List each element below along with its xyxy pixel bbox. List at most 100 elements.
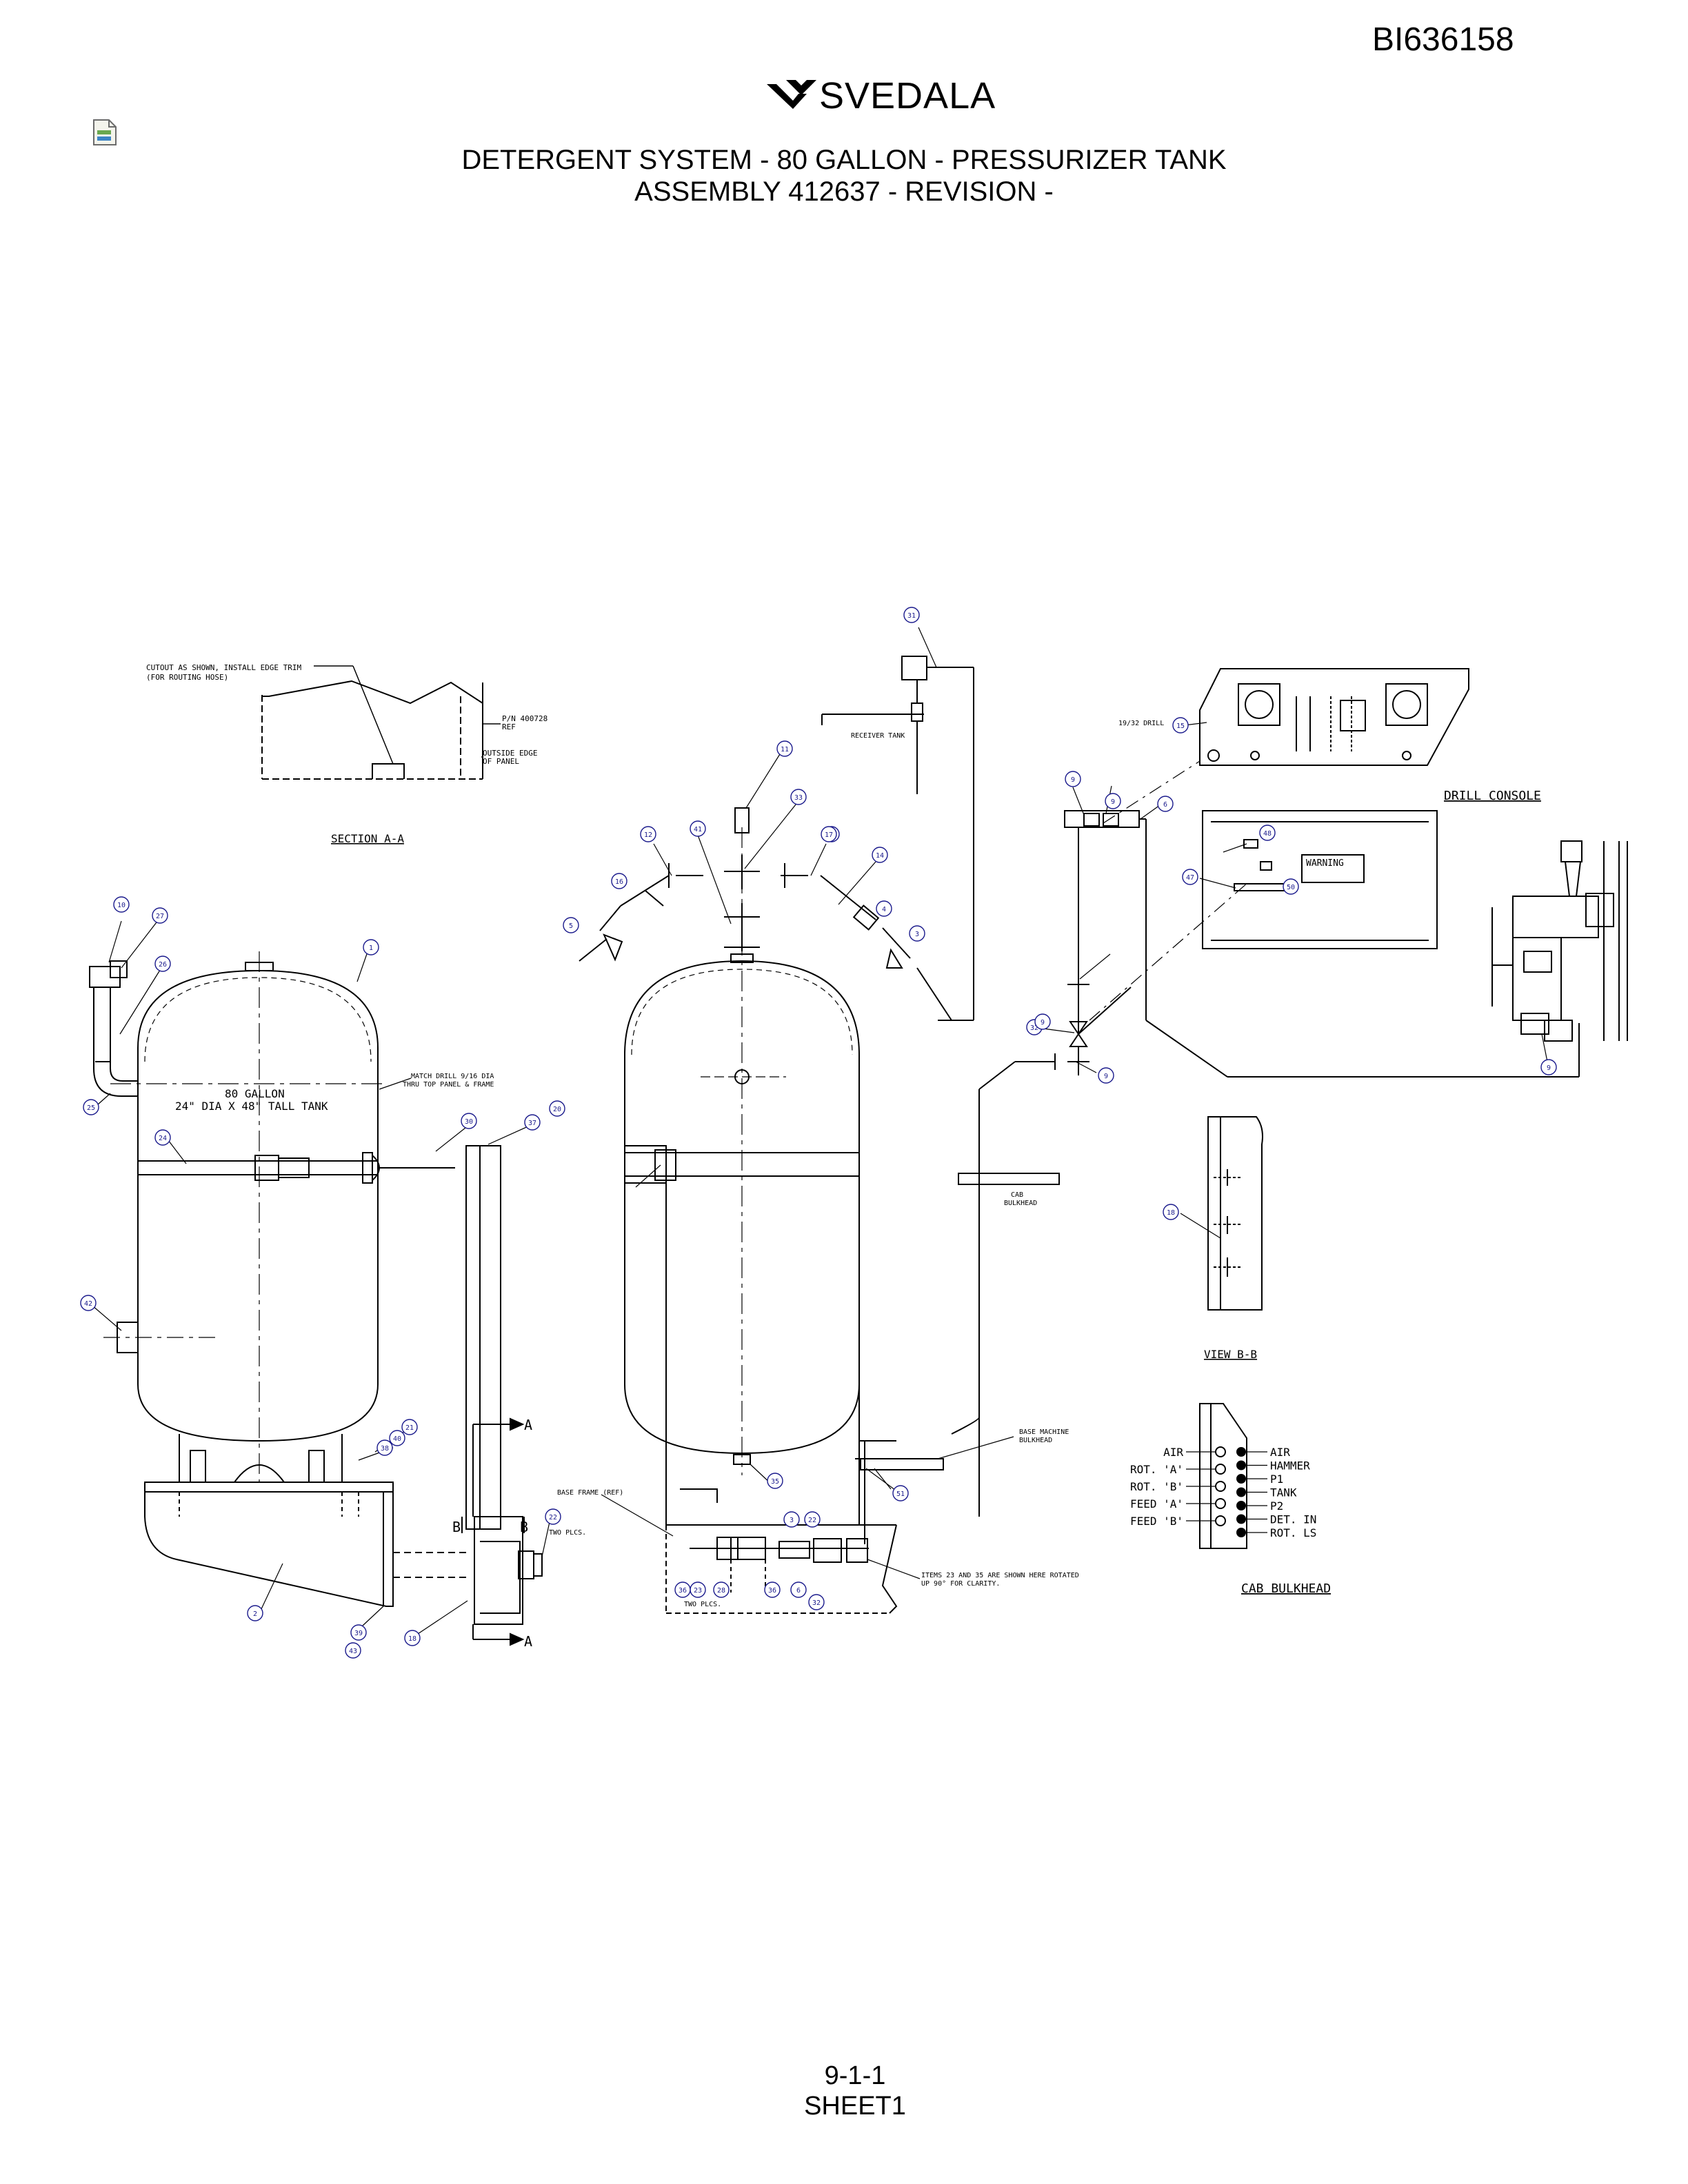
svg-text:50: 50 <box>1287 884 1295 891</box>
hold-down-bracket: A A B B TWO PLCS. <box>452 1145 586 1650</box>
item-balloon: 25 <box>83 1099 99 1115</box>
svg-text:17: 17 <box>825 831 833 839</box>
item-balloon: 12 <box>640 826 656 842</box>
view-bb: VIEW B-B <box>1204 1116 1263 1361</box>
item-balloon: 6 <box>790 1581 807 1598</box>
bulkhead-port-left-3: FEED 'A' <box>1130 1497 1183 1510</box>
section-b-right: B <box>520 1519 528 1535</box>
left-tank-view: 80 GALLON 24" DIA X 48" TALL TANK MATCH … <box>89 951 494 1607</box>
item-balloon: 4 <box>876 900 892 917</box>
bulkhead-port <box>1215 1464 1226 1475</box>
svg-text:15: 15 <box>1176 722 1185 730</box>
svg-text:30: 30 <box>465 1118 473 1126</box>
item-balloon: 37 <box>524 1114 541 1131</box>
svg-text:9: 9 <box>1111 798 1115 806</box>
svg-text:10: 10 <box>117 902 125 909</box>
item-balloon: 38 <box>376 1439 393 1456</box>
svg-text:9: 9 <box>1547 1064 1551 1072</box>
svg-text:28: 28 <box>717 1587 725 1595</box>
cab-bulkhead-small-label: CAB <box>1011 1191 1023 1199</box>
svedala-logo-icon <box>767 80 816 109</box>
svg-text:3: 3 <box>790 1517 794 1524</box>
bulkhead-port-right-5: DET. IN <box>1270 1513 1316 1526</box>
control-lever-detail <box>1491 840 1628 1042</box>
svg-text:11: 11 <box>781 746 789 754</box>
bulkhead-port-right-4: P2 <box>1270 1499 1283 1513</box>
item-balloons: 1234569101112131415161718202122232425262… <box>80 607 1557 1659</box>
view-bb-label: VIEW B-B <box>1204 1348 1257 1361</box>
item-balloon: 10 <box>113 896 130 913</box>
item-balloon: 9 <box>1065 771 1081 787</box>
bulkhead-port-right-1: HAMMER <box>1270 1459 1310 1473</box>
svg-text:43: 43 <box>349 1648 357 1655</box>
section-b-left: B <box>452 1519 461 1535</box>
tank-size-label: 24" DIA X 48" TALL TANK <box>175 1100 328 1113</box>
drill-hole-note: 19/32 DRILL <box>1118 720 1164 727</box>
item-balloon: 36 <box>674 1581 691 1598</box>
item-balloon: 31 <box>903 607 920 623</box>
bulkhead-port <box>1236 1528 1246 1537</box>
svg-text:41: 41 <box>694 826 702 833</box>
base-machine-note: BASE MACHINE <box>1019 1428 1069 1436</box>
item-balloon: 14 <box>872 847 888 863</box>
item-balloon: 22 <box>804 1511 821 1528</box>
item-balloon: 5 <box>563 917 579 933</box>
svg-text:1: 1 <box>369 944 373 952</box>
receiver-tank-label: RECEIVER TANK <box>851 732 905 740</box>
svg-text:23: 23 <box>694 1587 702 1595</box>
bulkhead-port <box>1236 1460 1246 1470</box>
item-balloon: 17 <box>821 826 837 842</box>
item-balloon: 43 <box>345 1642 361 1659</box>
warning-label: WARNING <box>1306 858 1344 869</box>
two-places-note-2: TWO PLCS. <box>684 1601 721 1608</box>
svg-text:6: 6 <box>1163 801 1167 809</box>
drawing-title: DETERGENT SYSTEM - 80 GALLON - PRESSURIZ… <box>461 145 1227 175</box>
rotated-items-note: ITEMS 23 AND 35 ARE SHOWN HERE ROTATED <box>921 1572 1079 1579</box>
svg-text:25: 25 <box>87 1104 95 1112</box>
item-balloon: 24 <box>154 1129 171 1146</box>
cab-bulkhead-label: CAB BULKHEAD <box>1241 1581 1331 1596</box>
svg-text:37: 37 <box>528 1120 536 1127</box>
document-icon[interactable] <box>92 119 117 146</box>
bulkhead-port <box>1215 1481 1226 1492</box>
svg-text:12: 12 <box>644 831 652 839</box>
svg-text:51: 51 <box>896 1490 905 1498</box>
sheet-number: SHEET1 <box>804 2092 906 2121</box>
svg-text:32: 32 <box>1030 1024 1038 1032</box>
brand-name: SVEDALA <box>819 75 996 117</box>
item-balloon: 9 <box>1098 1067 1114 1084</box>
bulkhead-port-left-1: ROT. 'A' <box>1130 1463 1183 1476</box>
outside-edge-note: OUTSIDE EDGE <box>483 749 537 758</box>
svg-text:3: 3 <box>915 931 919 938</box>
bulkhead-port-right-3: TANK <box>1270 1486 1297 1499</box>
item-balloon: 41 <box>690 820 706 837</box>
item-balloon: 9 <box>1034 1013 1051 1030</box>
item-balloon: 27 <box>152 907 168 924</box>
svg-text:6: 6 <box>796 1587 801 1595</box>
bulkhead-port <box>1236 1501 1246 1510</box>
svg-text:31: 31 <box>907 612 916 620</box>
svg-text:35: 35 <box>771 1478 779 1486</box>
match-drill-note-2: THRU TOP PANEL & FRAME <box>403 1081 494 1089</box>
svg-text:48: 48 <box>1263 830 1272 838</box>
bulkhead-port-right-6: ROT. LS <box>1270 1526 1316 1539</box>
item-balloon: 2 <box>247 1605 263 1621</box>
bulkhead-port-left-2: ROT. 'B' <box>1130 1480 1183 1493</box>
item-balloon: 28 <box>713 1581 730 1598</box>
item-balloon: 21 <box>401 1419 418 1435</box>
svg-text:9: 9 <box>1071 776 1075 784</box>
base-frame-note: BASE FRAME (REF) <box>557 1489 623 1497</box>
drill-console-panel: 19/32 DRILL DRILL CONSOLE WARNING <box>1118 668 1541 949</box>
valve-column <box>1064 760 1580 1078</box>
assembly-number: ASSEMBLY 412637 - REVISION - <box>634 176 1054 207</box>
ref-note: REF <box>502 722 516 731</box>
outside-edge-note-2: OF PANEL <box>483 757 519 766</box>
cutout-note: CUTOUT AS SHOWN, INSTALL EDGE TRIM <box>146 663 302 672</box>
svg-text:24: 24 <box>159 1135 167 1142</box>
svg-text:39: 39 <box>354 1630 363 1637</box>
bulkhead-port-right-0: AIR <box>1270 1446 1290 1459</box>
item-balloon: 3 <box>783 1511 800 1528</box>
item-balloon: 18 <box>1163 1204 1179 1220</box>
svg-text:40: 40 <box>393 1435 401 1443</box>
item-balloon: 32 <box>808 1594 825 1610</box>
